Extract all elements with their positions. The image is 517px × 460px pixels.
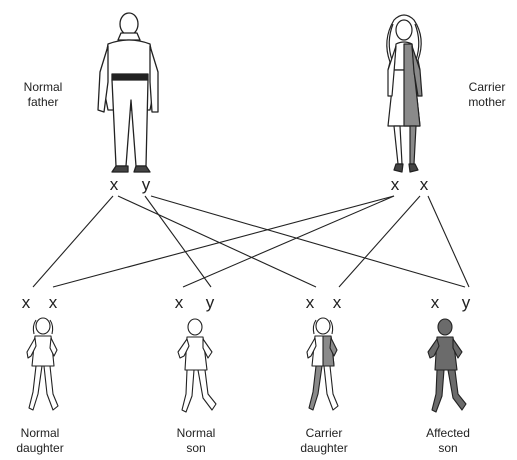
child-carrier-daughter-figure [306,317,339,411]
mother-figure [386,14,423,173]
child3-label-line2: daughter [300,441,348,455]
line-mother-x2-to-child4 [427,195,470,288]
line-father-x-to-child1 [32,195,114,288]
mother-chromosome-x2: x [419,175,429,194]
child3-chromosome-2: x [332,293,342,312]
child1-chromosome-1: x [21,293,31,312]
father-label-line1: Normal [23,80,63,94]
line-father-x-to-child3 [117,195,317,288]
child1-label-line1: Normal [20,426,60,440]
line-mother-x1-to-child1 [52,195,395,288]
child2-label-line2: son [186,441,206,455]
line-mother-x2-to-child3 [338,195,421,288]
child-normal-son-figure [177,318,217,413]
child4-label-line2: son [438,441,458,455]
mother-chromosome-x1: x [390,175,400,194]
father-label-line2: father [27,95,59,109]
child4-label: Affected son [412,426,484,456]
child1-label-line2: daughter [16,441,64,455]
child2-label-line1: Normal [176,426,216,440]
line-mother-x1-to-child2 [182,195,395,288]
father-label: Normal father [18,80,68,110]
child3-label: Carrier daughter [288,426,360,456]
child4-chromosome-2: y [461,293,471,312]
child4-label-line1: Affected [426,426,470,440]
mother-label: Carrier mother [460,80,514,110]
child2-label: Normal son [160,426,232,456]
father-chromosome-x: x [109,175,119,194]
child3-chromosome-1: x [305,293,315,312]
mother-label-line1: Carrier [468,80,506,94]
child2-chromosome-2: y [205,293,215,312]
child1-chromosome-2: x [48,293,58,312]
line-father-y-to-child2 [144,195,212,288]
child-normal-daughter-figure [26,317,59,411]
mother-label-line2: mother [468,95,506,109]
child-affected-son-figure [427,318,467,413]
child3-label-line1: Carrier [305,426,343,440]
father-figure [97,12,159,173]
line-father-y-to-child4 [150,195,466,288]
child4-chromosome-1: x [430,293,440,312]
father-chromosome-y: y [141,175,151,194]
child1-label: Normal daughter [4,426,76,456]
child2-chromosome-1: x [174,293,184,312]
